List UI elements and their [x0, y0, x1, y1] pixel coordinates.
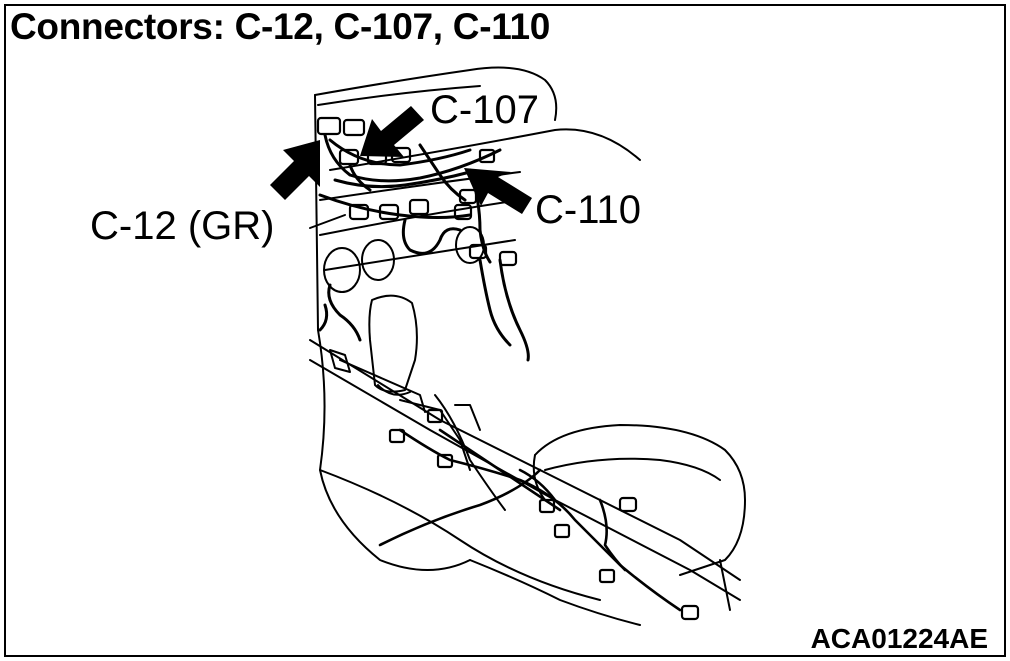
callout-arrows [270, 106, 532, 214]
arrow-c107 [360, 106, 424, 157]
arrow-c110 [464, 168, 532, 214]
arrow-c12 [270, 140, 320, 200]
figure-id: ACA01224AE [810, 623, 988, 654]
label-c107: C-107 [430, 88, 539, 132]
label-c12: C-12 (GR) [90, 204, 275, 248]
harness-connectors-lower [388, 408, 700, 621]
c12-leader-line [309, 214, 346, 229]
diagram-title: Connectors: C-12, C-107, C-110 [10, 6, 551, 47]
lower-wiring [378, 428, 682, 612]
shift-lever [368, 294, 418, 396]
label-c110: C-110 [535, 188, 641, 232]
diagram-frame [4, 4, 1006, 657]
dashboard-vents [323, 226, 485, 293]
wiring-harness [318, 133, 530, 362]
center-console [309, 329, 741, 626]
